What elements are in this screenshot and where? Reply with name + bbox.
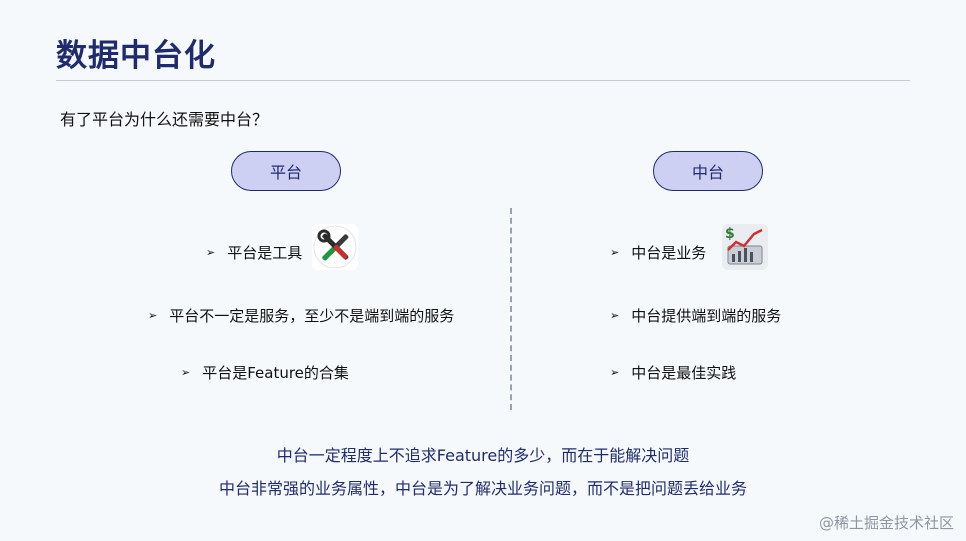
platform-pill: 平台: [231, 151, 341, 191]
platform-bullet-2: ➢ 平台不一定是服务，至少不是端到端的服务: [148, 305, 454, 326]
slide-question: 有了平台为什么还需要中台？: [60, 110, 269, 129]
bullet-text: 平台不一定是服务，至少不是端到端的服务: [169, 307, 455, 325]
middle-platform-bullet-1: ➢ 中台是业务: [610, 242, 706, 263]
platform-bullet-3: ➢ 平台是Feature的合集: [181, 362, 349, 383]
summary-line-1: 中台一定程度上不追求Feature的多少，而在于能解决问题: [276, 446, 690, 465]
bullet-arrow-icon: ➢: [181, 366, 191, 379]
bullet-arrow-icon: ➢: [610, 309, 620, 322]
summary-line-2: 中台非常强的业务属性，中台是为了解决业务问题，而不是把问题丢给业务: [218, 479, 747, 498]
watermark: @稀土掘金技术社区: [818, 514, 954, 532]
column-divider: [510, 208, 512, 410]
bullet-arrow-icon: ➢: [148, 309, 158, 322]
middle-platform-bullet-3: ➢ 中台是最佳实践: [610, 362, 736, 383]
bullet-arrow-icon: ➢: [610, 246, 620, 259]
wrench-screwdriver-icon: [312, 224, 358, 270]
platform-bullet-1: ➢ 平台是工具: [206, 242, 302, 263]
bullet-arrow-icon: ➢: [206, 246, 216, 259]
bullet-text: 中台是最佳实践: [631, 364, 737, 382]
middle-platform-pill: 中台: [653, 151, 763, 191]
title-divider: [56, 80, 910, 81]
middle-platform-bullet-2: ➢ 中台提供端到端的服务: [610, 305, 781, 326]
svg-text:$: $: [725, 226, 735, 242]
bullet-text: 中台提供端到端的服务: [631, 307, 782, 325]
bullet-arrow-icon: ➢: [610, 366, 620, 379]
finance-chart-icon: $: [722, 224, 768, 270]
slide-title: 数据中台化: [56, 38, 216, 74]
bullet-text: 平台是Feature的合集: [202, 364, 349, 382]
bullet-text: 平台是工具: [227, 244, 303, 262]
bullet-text: 中台是业务: [631, 244, 707, 262]
